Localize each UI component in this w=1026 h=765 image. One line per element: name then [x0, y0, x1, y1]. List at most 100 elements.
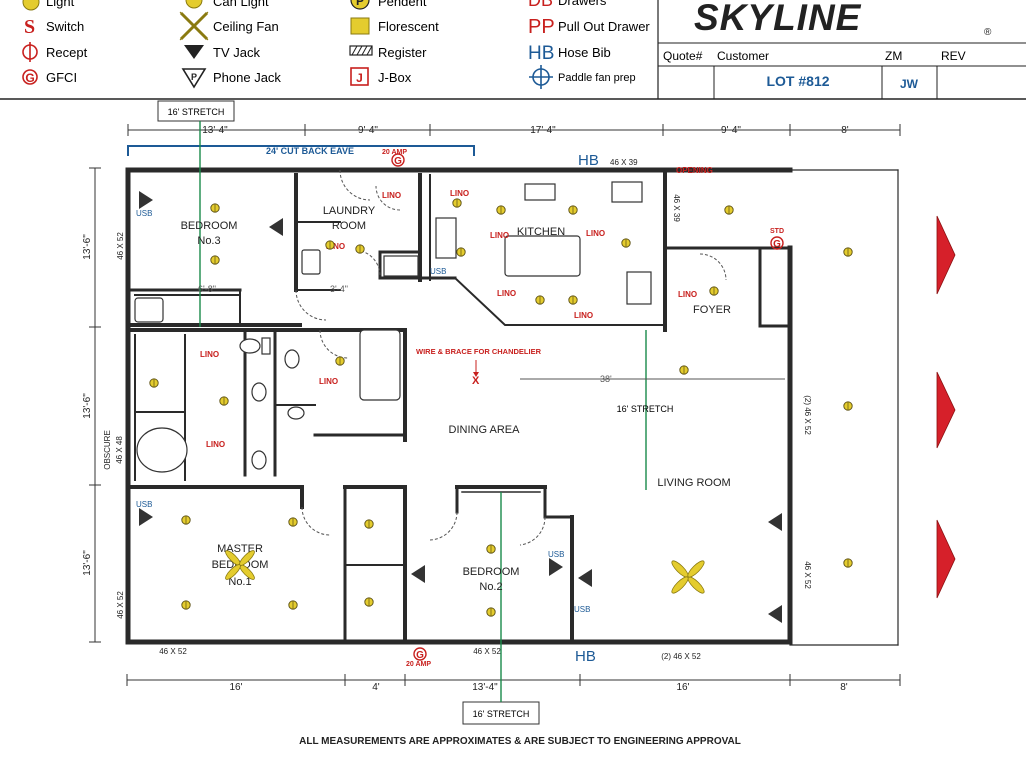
title-block: SKYLINE ® Quote# Customer ZM REV LOT #81…: [657, 0, 1026, 99]
gfci-icon: [391, 153, 405, 168]
bottom-dim: 13'-4": [472, 682, 498, 693]
can-light-icon: [185, 0, 203, 9]
window-label: 46 X 52: [473, 647, 501, 656]
pull-out-drawer-icon: PP: [528, 16, 555, 38]
stretch-lines: [199, 121, 647, 702]
register-icon: [349, 45, 373, 56]
window-label: 46 X 52: [159, 647, 187, 656]
bottom-dim: 16': [676, 682, 689, 693]
svg-text:J: J: [356, 71, 363, 85]
left-dim: 13'-6": [82, 234, 93, 260]
stretch-callout-top: 16' STRETCH: [157, 100, 235, 122]
legend-label-switch: Switch: [46, 19, 84, 34]
left-dim: 13'-6": [82, 550, 93, 576]
dimension-lines: [89, 124, 901, 686]
svg-text:P: P: [191, 72, 197, 82]
window-label: OBSCURE: [103, 430, 112, 470]
room-label-bedroom-3: BEDROOM: [181, 220, 238, 232]
top-dim: 8': [841, 125, 849, 136]
legend-label-register: Register: [378, 45, 427, 60]
std-note: STD: [770, 228, 784, 235]
lino-note: LINO: [382, 191, 401, 200]
room-label-bedroom-2: No.2: [479, 581, 502, 593]
brand-logo: SKYLINE: [694, 0, 862, 38]
lino-note: LINO: [200, 350, 219, 359]
usb-label: USB: [574, 605, 590, 614]
svg-text:16' STRETCH: 16' STRETCH: [168, 107, 225, 117]
window-label: 46 X 52: [116, 591, 125, 619]
window-label: (2) 46 X 52: [661, 652, 701, 661]
chandelier-note: WIRE & BRACE FOR CHANDELIER: [416, 347, 542, 356]
switch-icon: S: [24, 16, 35, 38]
light-icon: [22, 0, 40, 11]
svg-text:PP: PP: [528, 16, 555, 38]
stretch-label-mid: 16' STRETCH: [617, 404, 674, 414]
gfci-icon: G: [22, 69, 38, 85]
fixtures: [134, 181, 652, 473]
j-box-icon: J: [350, 67, 369, 86]
drawers-icon: DB: [528, 0, 553, 10]
red-arrow-icon: [936, 519, 956, 599]
floor-notes: LINO LINO LINO LINO LINO LINO LINO LINO …: [200, 149, 784, 668]
lino-note: LINO: [206, 440, 225, 449]
quote-label: Quote#: [663, 49, 703, 63]
left-dim: 13'-6": [82, 393, 93, 419]
amp-note-top: 20 AMP: [382, 149, 407, 156]
lino-note: LINO: [319, 377, 338, 386]
registered-mark: ®: [984, 27, 992, 38]
gfci-icon: [413, 647, 427, 662]
legend-label-light: Light: [46, 0, 75, 9]
lino-note: LINO: [490, 231, 509, 240]
top-dim: 13'-4": [202, 125, 228, 136]
phone-jack-icon: P: [181, 68, 207, 89]
window-label: (2) 46 X 52: [803, 395, 812, 435]
rev-label: REV: [941, 49, 966, 63]
lino-note: LINO: [678, 290, 697, 299]
dimension-labels: 13'-4" 9'-4" 17'-4" 9'-4" 8' 16' 4' 13'-…: [82, 125, 849, 693]
legend-label-recept: Recept: [46, 45, 88, 60]
ceiling-fan-icon: [225, 550, 255, 580]
legend-label-j-box: J-Box: [378, 70, 412, 85]
legend-label-gfci: GFCI: [46, 70, 77, 85]
top-dim: 17'-4": [530, 125, 556, 136]
window-labels: 46 X 39 46 X 39 46 X 52 OBSCURE 46 X 48 …: [103, 158, 812, 661]
room-label-laundry: ROOM: [332, 220, 366, 232]
room-label-kitchen: KITCHEN: [517, 226, 565, 238]
svg-text:S: S: [24, 16, 35, 38]
lot-number: LOT #812: [766, 73, 829, 89]
gfci-icon: [770, 236, 784, 251]
stretch-callout-bottom: 16' STRETCH: [462, 701, 540, 725]
legend-label-ceiling-fan: Ceiling Fan: [213, 19, 279, 34]
bottom-dim: 16': [229, 682, 242, 693]
room-label-dining: DINING AREA: [449, 424, 521, 436]
svg-text:G: G: [25, 71, 34, 85]
legend-label-florescent: Florescent: [378, 19, 439, 34]
legend-label-paddle-fan-prep: Paddle fan prep: [558, 72, 636, 84]
room-label-master: MASTER: [217, 543, 263, 555]
customer-label: Customer: [717, 49, 769, 63]
hose-bib-icon: HB: [528, 43, 554, 64]
doors: [295, 169, 727, 546]
window-label: 46 X 39: [672, 194, 681, 222]
legend-label-can-light: Can Light: [213, 0, 269, 9]
ceiling-fan-icon: [671, 560, 705, 594]
usb-label: USB: [430, 267, 446, 276]
direction-arrows: [936, 215, 956, 599]
legend-label-drawers: Drawers: [558, 0, 607, 8]
cut-back-eave: 24' CUT BACK EAVE: [127, 145, 475, 156]
window-label: 46 X 48: [115, 436, 124, 464]
hose-bib-label: HB: [575, 648, 596, 665]
closet-dim: 6'-8": [198, 284, 216, 294]
svg-text:HB: HB: [528, 43, 554, 64]
usb-label: USB: [136, 500, 152, 509]
hose-bib-label: HB: [578, 152, 599, 169]
legend: Light S Switch Recept G GFCI Can Light: [22, 0, 650, 89]
top-dim: 9'-4": [721, 125, 741, 136]
amp-note-bottom: 20 AMP: [406, 661, 431, 668]
room-label-laundry: LAUNDRY: [323, 205, 376, 217]
room-label-foyer: FOYER: [693, 304, 731, 316]
usb-label: USB: [548, 550, 564, 559]
legend-label-tv-jack: TV Jack: [213, 45, 260, 60]
florescent-icon: [350, 17, 370, 35]
